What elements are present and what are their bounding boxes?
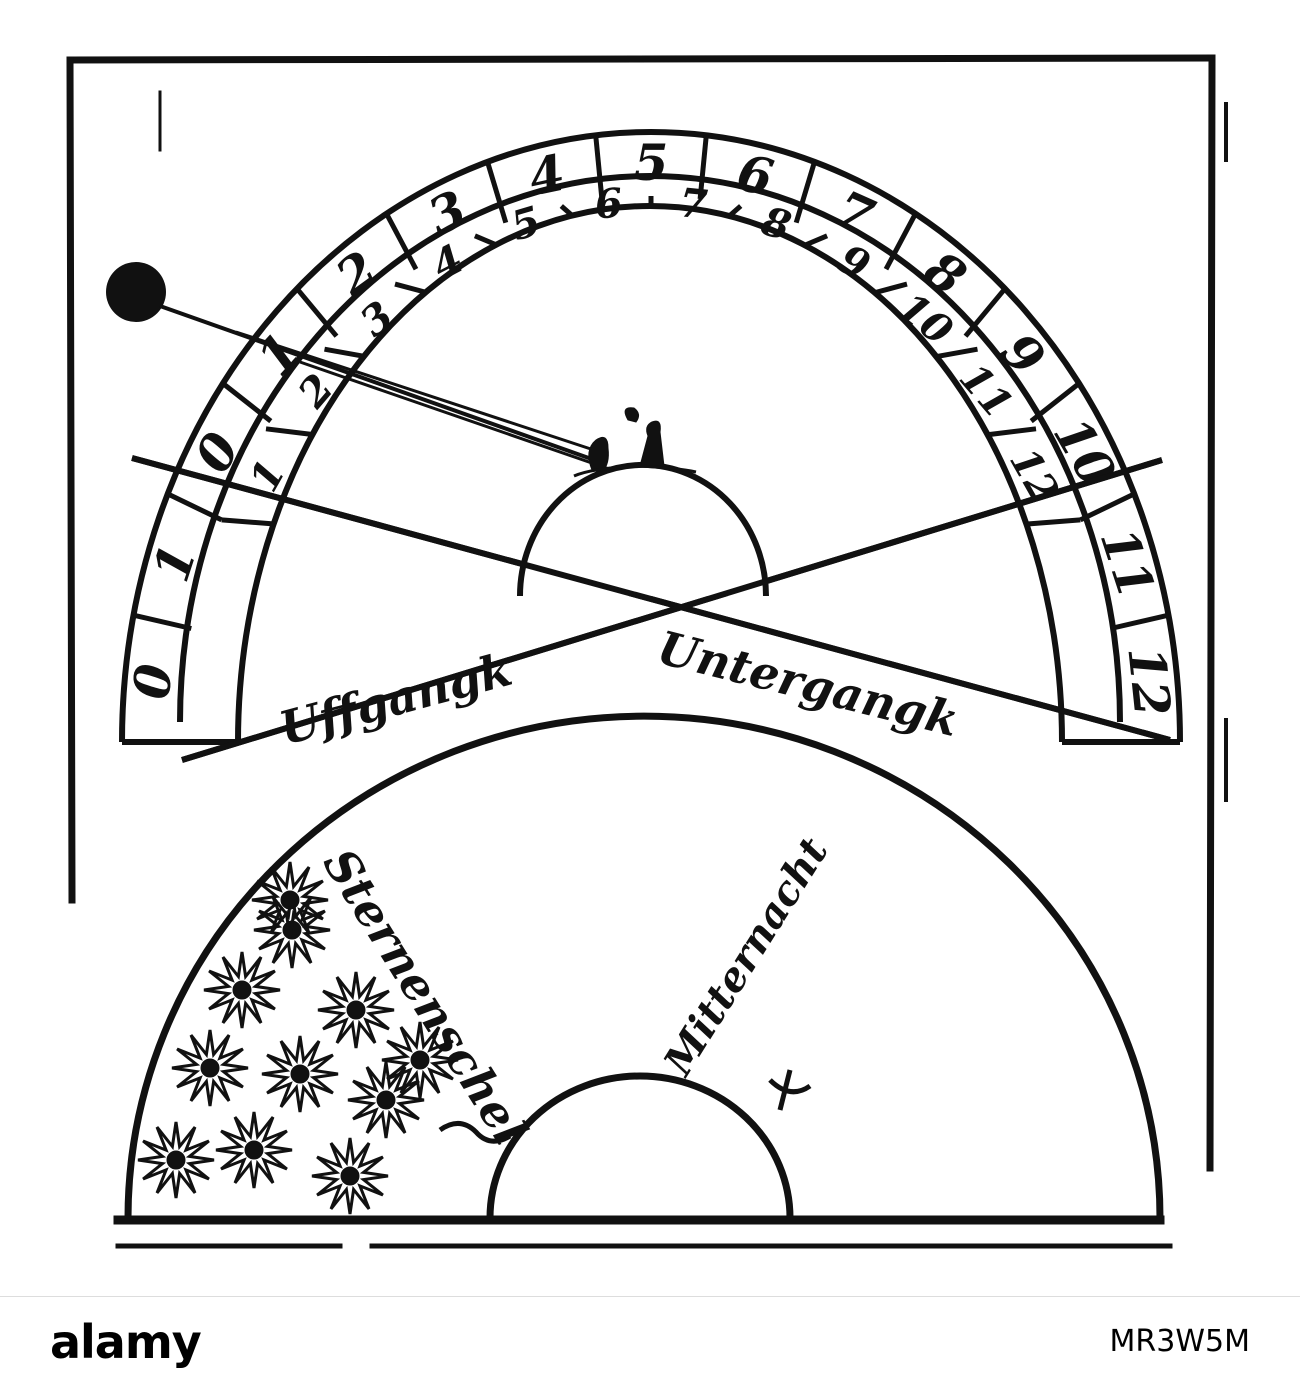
outer-division	[295, 287, 339, 338]
outer-ring-number: 12	[1116, 644, 1182, 719]
lower-earth-arc	[486, 1072, 794, 1219]
ring-divisions	[133, 135, 1169, 631]
star-field	[137, 861, 459, 1215]
stock-logo: alamy	[50, 1315, 202, 1369]
inner-division	[804, 233, 829, 248]
lower-script-right: Mitternacht	[654, 829, 838, 1085]
outer-ring-number: 1	[141, 537, 208, 588]
outer-division	[883, 212, 918, 271]
inner-division	[473, 233, 498, 248]
star-core	[376, 1090, 396, 1110]
frame	[66, 54, 1228, 1249]
lower-dome-arc	[124, 712, 1164, 1219]
inner-division	[221, 517, 275, 527]
inner-division	[727, 204, 743, 218]
outer-division	[133, 612, 192, 631]
inner-division	[394, 281, 428, 295]
star-icon	[347, 1061, 425, 1139]
star-icon	[381, 1021, 459, 1099]
outer-division	[1110, 612, 1169, 631]
star-core	[290, 1064, 310, 1084]
inner-division	[559, 204, 575, 218]
horizon-overlay-2	[181, 457, 1163, 763]
outer-division	[221, 381, 273, 424]
middle-arc	[177, 173, 1123, 723]
outer-arc	[119, 129, 1183, 743]
inner-division	[324, 346, 366, 359]
star-core	[410, 1050, 430, 1070]
outer-division	[166, 491, 223, 523]
star-core	[232, 980, 252, 1000]
star-core	[200, 1058, 220, 1078]
inner-ring-number: 9	[831, 235, 877, 290]
outer-division	[1029, 381, 1081, 424]
outer-division	[793, 161, 817, 224]
star-icon	[261, 1035, 339, 1113]
lower-dial	[124, 712, 1164, 1219]
observer-figures	[573, 407, 697, 478]
outer-division	[697, 135, 709, 200]
star-core	[280, 890, 300, 910]
outer-division	[485, 161, 509, 224]
star-icon	[137, 1121, 215, 1199]
stock-watermark-bar: alamy MR3W5M	[0, 1296, 1300, 1387]
stock-image-id: MR3W5M	[1109, 1324, 1250, 1359]
star-core	[346, 1000, 366, 1020]
inner-division	[988, 426, 1037, 438]
star-core	[166, 1150, 186, 1170]
inner-division	[936, 346, 978, 359]
sun-sightline	[106, 262, 613, 472]
star-core	[340, 1166, 360, 1186]
star-core	[244, 1140, 264, 1160]
sun-icon	[106, 262, 166, 322]
star-icon	[171, 1029, 249, 1107]
star-icon	[215, 1111, 293, 1189]
outer-division	[1079, 491, 1136, 523]
upper-dial	[119, 129, 1183, 745]
star-icon	[251, 861, 329, 939]
star-icon	[203, 951, 281, 1029]
inner-ring-number: 6	[593, 179, 625, 228]
outer-ring-number: 0	[122, 661, 184, 702]
outer-division	[384, 212, 419, 271]
outer-ring-number: 11	[1089, 521, 1167, 605]
inner-division	[874, 281, 908, 295]
scribal-flourishes	[438, 1069, 812, 1144]
outer-division	[593, 135, 605, 200]
outer-ring-number: 5	[634, 133, 669, 192]
star-icon	[311, 1137, 389, 1215]
outer-division	[963, 287, 1007, 338]
inner-ring-number: 7	[677, 179, 709, 228]
inner-division	[1027, 517, 1081, 527]
star-icon	[317, 971, 395, 1049]
inner-division	[265, 426, 314, 438]
horizon-overlay	[131, 455, 1171, 743]
